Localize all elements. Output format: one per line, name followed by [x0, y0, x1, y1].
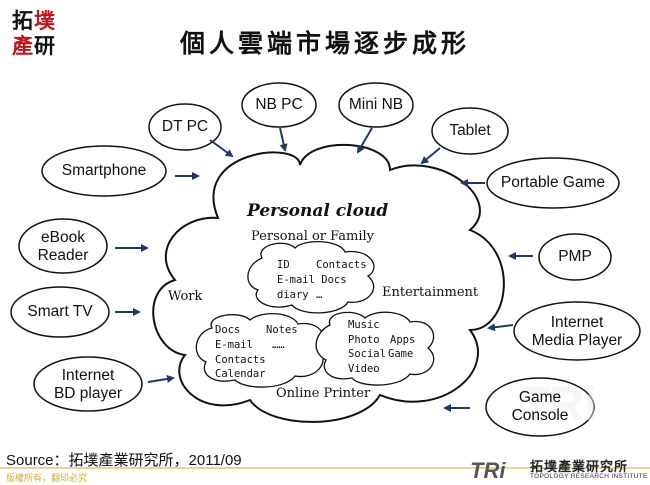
device-ellipse-ebook	[18, 218, 108, 274]
item-email-docs: E-mail Docs	[277, 274, 347, 286]
brand-logo: 拓墣 產研	[4, 2, 62, 58]
logo-text-row1: 拓墣	[12, 5, 56, 35]
device-smart-tv: Smart TV	[27, 303, 93, 320]
arrow-tablet	[420, 147, 441, 165]
ent-item-video: Video	[348, 363, 380, 375]
device-dt-pc: DT PC	[161, 118, 209, 135]
device-mini-nb: Mini NB	[348, 96, 404, 113]
arrow-dt-pc	[209, 139, 234, 158]
item-more: …	[316, 289, 323, 301]
item-id: ID	[277, 259, 290, 271]
personal-family-cloud	[247, 241, 375, 314]
logo-char: 墣	[34, 8, 56, 33]
watermark: TRi	[520, 378, 597, 431]
tri-english-name: TOPOLOGY RESEARCH INSTITUTE	[530, 473, 648, 480]
arrow-nb-pc	[279, 127, 288, 152]
device-ellipse-smartphone	[41, 145, 167, 197]
device-label-line: Reader	[37, 247, 89, 264]
device-label-line: eBook	[41, 229, 85, 246]
logo-text-row2: 產研	[12, 30, 56, 60]
ent-item-social: Social	[348, 348, 386, 360]
arrow-mini-nb	[356, 127, 373, 154]
device-label-line: Internet	[61, 367, 115, 384]
work-item-email: E-mail	[215, 339, 253, 351]
logo-char: 產	[12, 33, 34, 58]
device-portable-game: Portable Game	[500, 174, 606, 191]
device-label-line: Game	[518, 389, 562, 406]
ent-item-photo: Photo	[348, 334, 380, 346]
entertainment-cloud	[315, 311, 435, 386]
source-note: Source：拓墣產業研究所，2011/09	[6, 452, 242, 469]
device-tablet: Tablet	[449, 122, 491, 139]
device-label-line: Media Player	[531, 332, 623, 349]
work-cloud	[195, 313, 324, 388]
device-ellipse-pmp	[538, 233, 612, 281]
work-item-contacts: Contacts	[215, 354, 266, 366]
cloud-printer-label: Online Printer	[276, 386, 371, 401]
device-game-console: Game Console	[486, 388, 594, 426]
device-ellipse-portable-game	[486, 157, 620, 209]
cloud-subtitle: Personal or Family	[251, 229, 375, 244]
svg-text:TRi: TRi	[520, 378, 597, 431]
device-pmp: PMP	[558, 248, 592, 265]
device-label-line: Internet	[550, 314, 604, 331]
arrow-internet-bd-player	[147, 374, 175, 383]
device-ellipse-internet-bd-player	[33, 356, 143, 412]
tri-logo: TRi	[470, 458, 506, 483]
arrow-internet-media-player	[487, 323, 514, 332]
device-ellipse-internet-media-player	[513, 301, 641, 361]
device-nb-pc: NB PC	[255, 96, 303, 113]
item-contacts: Contacts	[316, 259, 367, 271]
work-item-more: ……	[272, 339, 285, 351]
device-ebook-reader: eBook Reader	[19, 228, 107, 266]
device-ellipse-game-console	[485, 377, 595, 437]
logo-char: 研	[34, 33, 56, 58]
copyright-note: 版權所有，翻印必究	[6, 473, 88, 483]
work-item-docs: Docs	[215, 324, 241, 336]
device-smartphone: Smartphone	[61, 162, 147, 179]
item-diary: diary	[277, 289, 309, 301]
device-internet-media-player: Internet Media Player	[514, 313, 640, 351]
work-item-notes: Notes	[266, 324, 298, 336]
device-ellipse-dt-pc	[148, 103, 222, 151]
device-label-line: Console	[511, 407, 569, 424]
ent-item-apps: Apps	[390, 334, 416, 346]
work-item-calendar: Calendar	[215, 368, 266, 380]
ent-item-game: Game	[388, 348, 414, 360]
device-ellipse-tablet	[431, 107, 509, 155]
device-ellipse-smart-tv	[10, 286, 110, 338]
ent-item-music: Music	[348, 319, 380, 331]
device-ellipse-nb-pc	[241, 82, 317, 128]
device-ellipse-mini-nb	[338, 82, 414, 128]
device-internet-bd-player: Internet BD player	[34, 366, 142, 404]
logo-char: 拓	[12, 8, 34, 33]
cloud-entertainment-label: Entertainment	[382, 285, 479, 300]
tri-chinese-name: 拓墣產業研究所	[530, 460, 629, 475]
page-title: 個人雲端市場逐步成形	[179, 29, 470, 58]
device-label-line: BD player	[53, 385, 123, 402]
cloud-work-label: Work	[168, 289, 203, 304]
cloud-title: Personal cloud	[247, 201, 389, 221]
